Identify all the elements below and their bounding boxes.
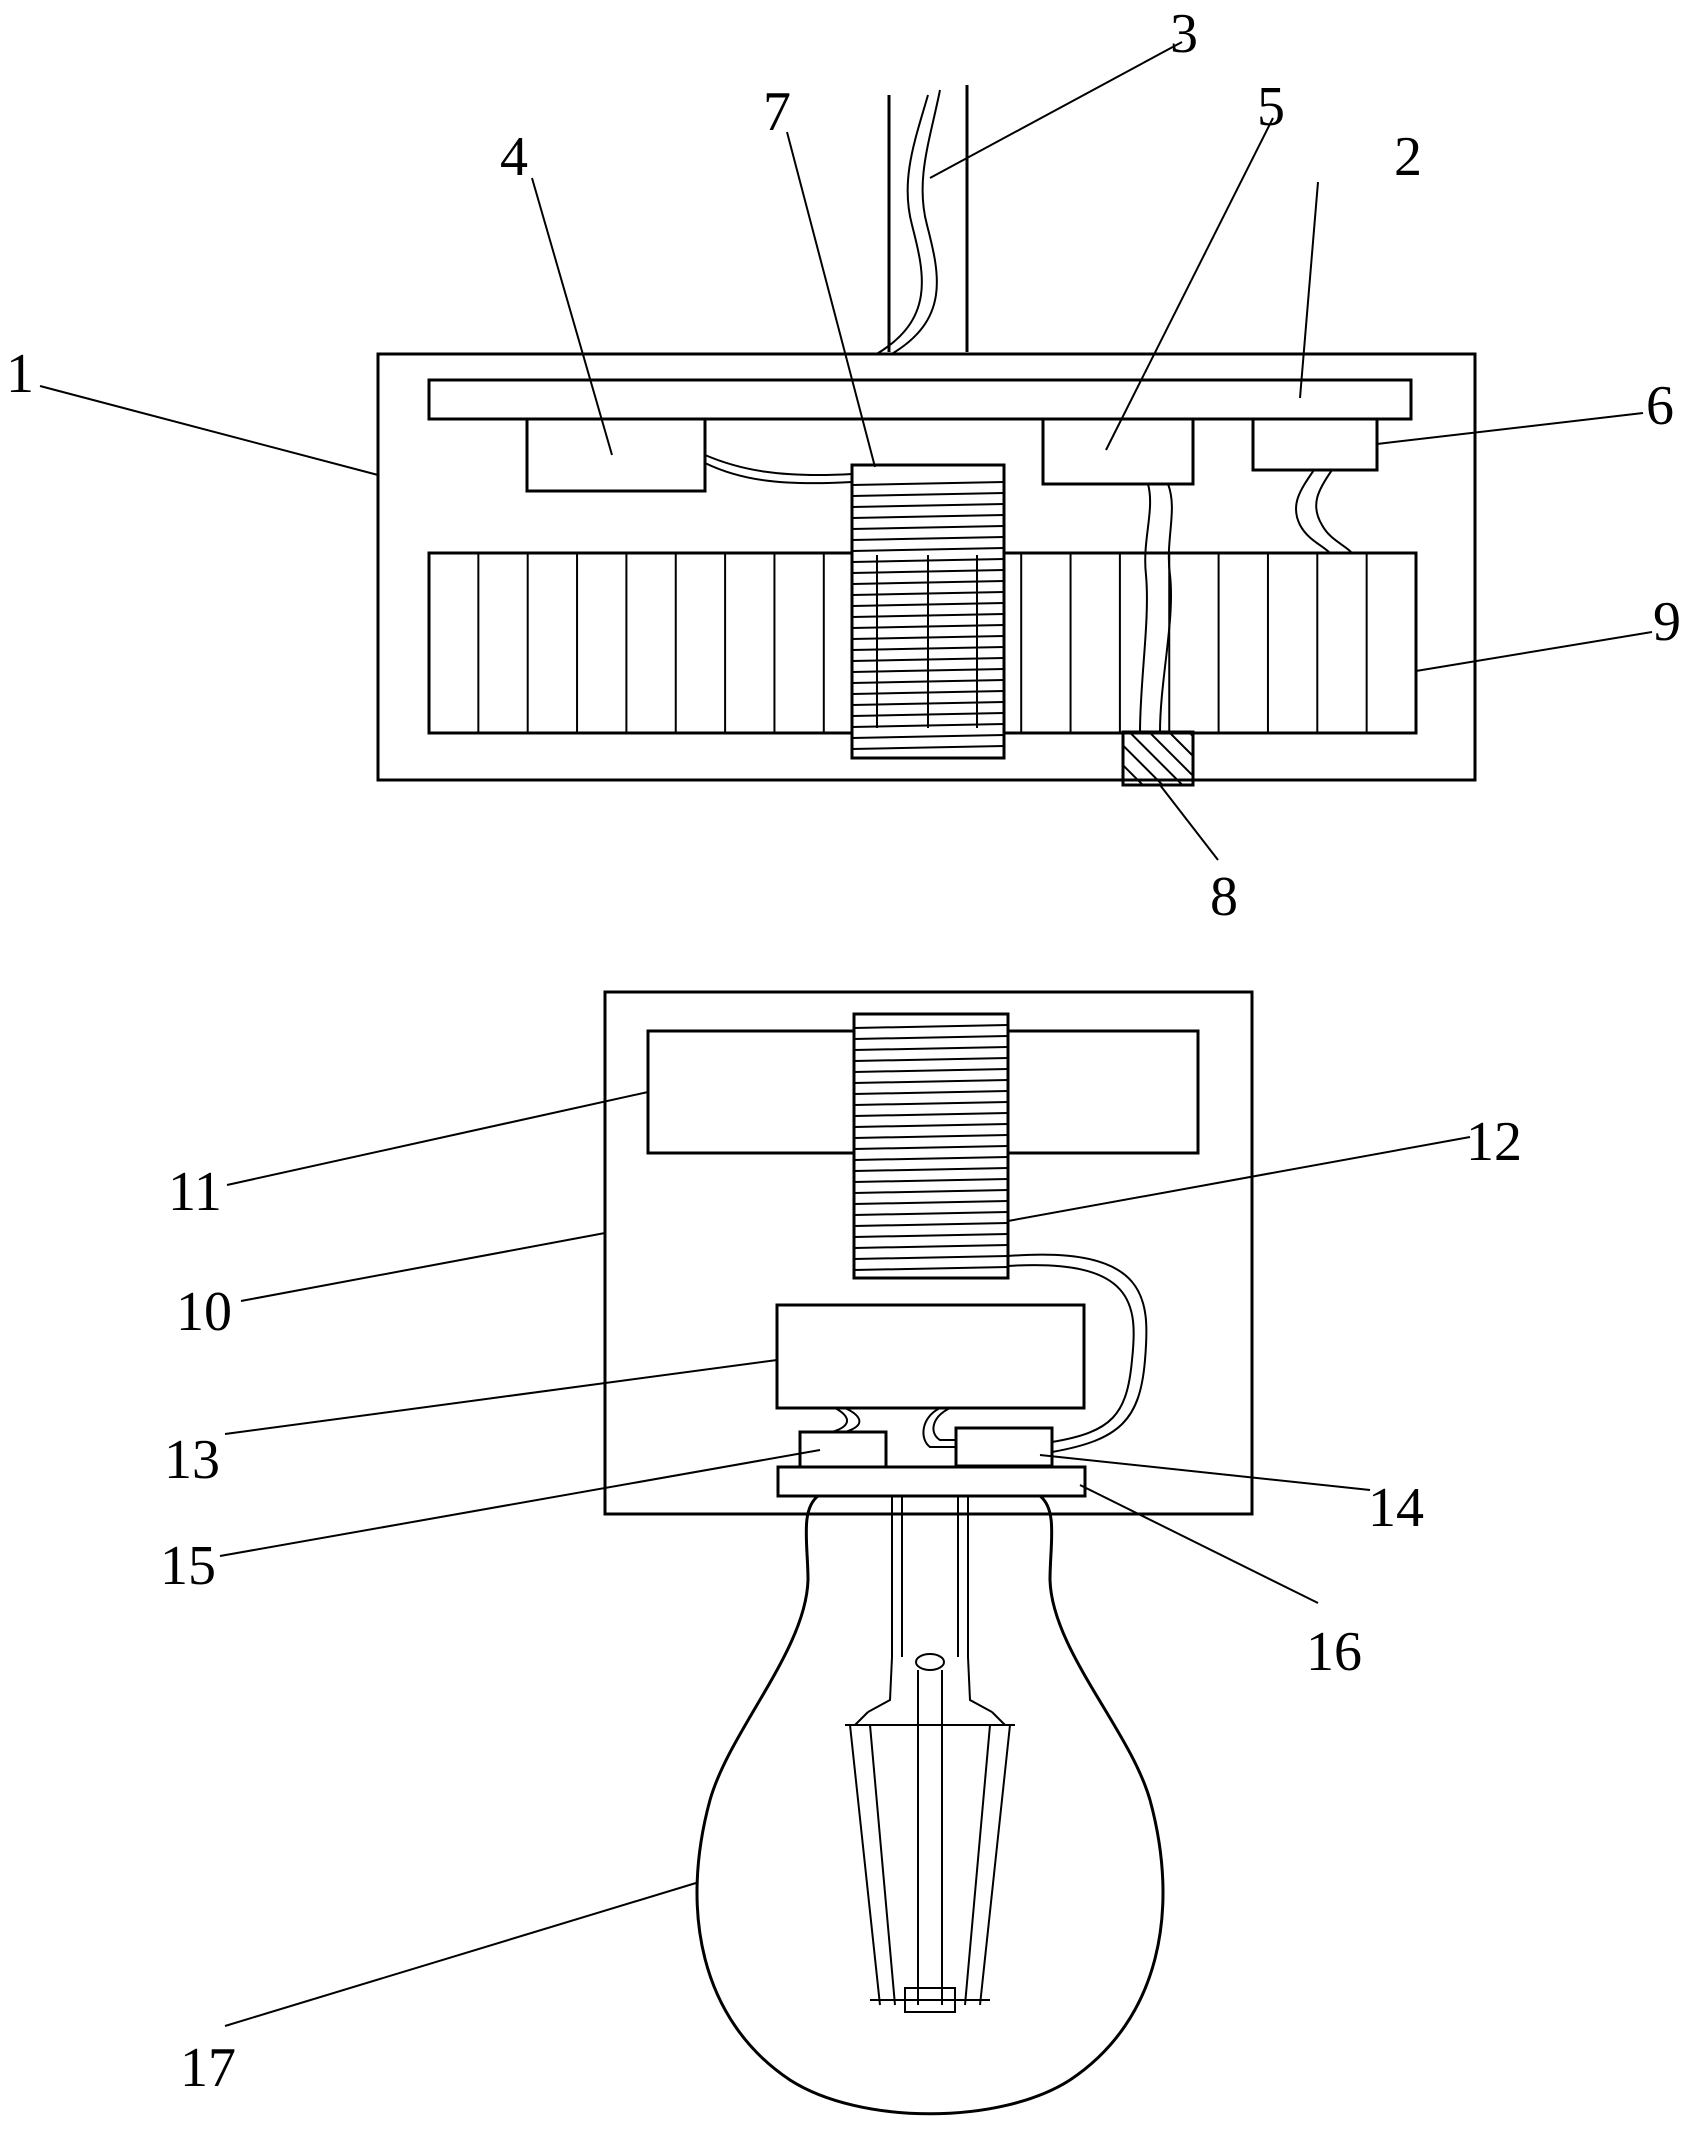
light-bulb — [695, 1494, 1165, 2116]
control-module — [775, 1303, 1086, 1410]
label-17: 17 — [180, 2037, 236, 2099]
label-10: 10 — [176, 1281, 232, 1343]
lamp-base — [776, 1465, 1087, 1498]
label-12: 12 — [1466, 1111, 1522, 1173]
wire-coil-14 — [1007, 1253, 1148, 1453]
label-9: 9 — [1653, 591, 1681, 653]
module-6 — [1251, 417, 1379, 472]
label-5: 5 — [1257, 76, 1285, 138]
circuit-board — [427, 378, 1413, 421]
wire-6-strip — [1295, 469, 1331, 554]
transmitter-unit — [376, 85, 1477, 787]
sensor-block — [1121, 730, 1195, 787]
label-13: 13 — [164, 1429, 220, 1491]
leader-lines — [39, 41, 1653, 2027]
label-7: 7 — [763, 81, 791, 143]
module-4 — [525, 417, 707, 493]
module-14 — [954, 1426, 1054, 1468]
label-14: 14 — [1368, 1477, 1424, 1539]
label-15: 15 — [160, 1535, 216, 1597]
transmitter-coil — [850, 463, 1006, 760]
wire-5-sensor — [1139, 483, 1152, 733]
label-16: 16 — [1306, 1621, 1362, 1683]
label-3: 3 — [1170, 3, 1198, 65]
label-4: 4 — [500, 126, 528, 188]
label-8: 8 — [1210, 866, 1238, 928]
power-cable — [874, 85, 969, 356]
label-1: 1 — [6, 343, 34, 405]
label-11: 11 — [168, 1161, 222, 1223]
module-15 — [798, 1430, 888, 1469]
wire-4-coil — [704, 454, 853, 477]
receiver-unit — [603, 990, 1254, 1516]
label-2: 2 — [1394, 126, 1422, 188]
part-labels: 1 2 3 4 5 6 7 8 9 10 11 12 13 14 15 16 1… — [6, 3, 1681, 2099]
receiver-coil — [852, 1012, 1010, 1280]
module-5 — [1041, 417, 1195, 486]
label-6: 6 — [1646, 375, 1674, 437]
